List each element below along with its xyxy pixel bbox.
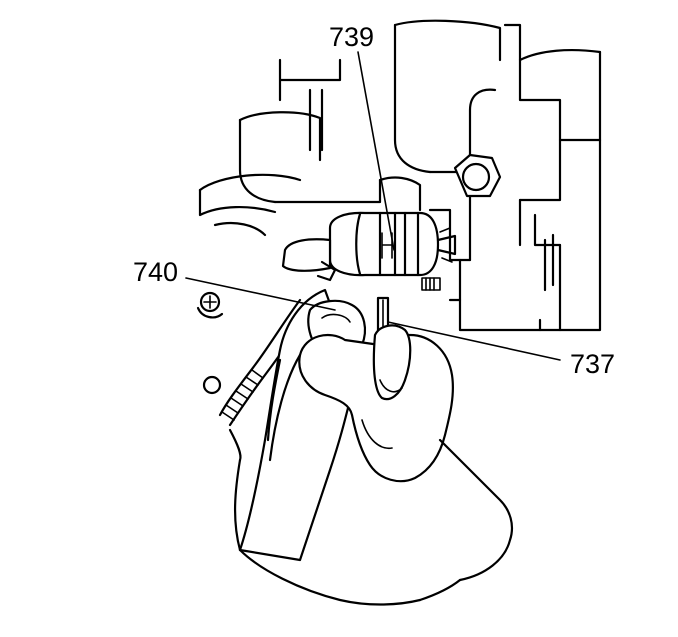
callout-739: 739 [329, 22, 374, 52]
bolt-head [453, 153, 502, 198]
leader-lines [185, 51, 561, 361]
leader-737 [387, 321, 561, 361]
connector-739 [281, 211, 457, 282]
callout-737: 737 [570, 349, 615, 379]
threaded-fitting [421, 277, 441, 291]
leader-739 [357, 51, 395, 251]
left-hand [238, 288, 367, 562]
callout-740: 740 [133, 257, 178, 287]
small-bolt [196, 291, 224, 319]
housing-outline [198, 19, 602, 332]
leader-740 [185, 277, 336, 311]
right-hand [228, 324, 514, 606]
small-nut [202, 375, 222, 395]
